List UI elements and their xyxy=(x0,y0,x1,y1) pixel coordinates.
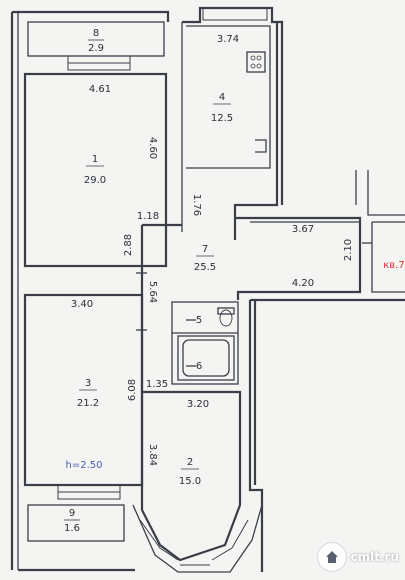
bathtub-inner xyxy=(182,339,230,377)
outer-wall-top xyxy=(12,10,170,22)
room-4-inner xyxy=(181,22,271,226)
dimension-label: 3.40 xyxy=(71,299,93,310)
balcony-9 xyxy=(27,504,125,542)
sink-symbol xyxy=(255,139,267,153)
room-4-id: 4 xyxy=(219,92,225,103)
room-7-area: 25.5 xyxy=(194,262,216,273)
room-1-outline xyxy=(23,72,168,268)
room-8-id: 8 xyxy=(93,28,99,39)
dimension-label: 5.64 xyxy=(147,281,158,303)
dimension-label: 3.74 xyxy=(217,34,239,45)
dimension-label: 2.10 xyxy=(343,239,354,261)
stove-burner-4 xyxy=(256,63,262,69)
dimension-label: 4.61 xyxy=(89,84,111,95)
dimension-label: 2.88 xyxy=(123,234,134,256)
bay-window-left xyxy=(139,519,179,561)
bay-window-right xyxy=(211,519,249,561)
house-icon xyxy=(316,542,347,572)
room-1-area: 29.0 xyxy=(84,175,106,186)
neighbor-outline xyxy=(355,170,405,293)
dimension-label: 3.20 xyxy=(187,399,209,410)
bathroom-block xyxy=(171,301,239,385)
ceiling-height-note: h=2.50 xyxy=(66,460,103,471)
room-1-id: 1 xyxy=(92,154,98,165)
room-2-outline xyxy=(140,390,242,562)
dimension-label: 1.76 xyxy=(191,194,202,216)
dimension-label: 4.60 xyxy=(147,137,158,159)
room-3-area: 21.2 xyxy=(77,398,99,409)
stove-burner-3 xyxy=(250,63,256,69)
toilet-tank xyxy=(217,307,235,315)
room-4-outline xyxy=(182,6,279,240)
room-9-area: 1.6 xyxy=(64,523,80,534)
room-6-id: 6 xyxy=(196,361,202,372)
dimension-label: 6.08 xyxy=(127,379,138,401)
stove-symbol xyxy=(246,51,266,73)
watermark: cmlt.ru xyxy=(316,542,400,572)
outer-wall-right xyxy=(248,20,405,572)
dimension-label: 3.67 xyxy=(292,224,314,235)
room-2-area: 15.0 xyxy=(179,476,201,487)
room-3-id: 3 xyxy=(85,378,91,389)
room-9-id: 9 xyxy=(69,508,75,519)
room-5-id: 5 xyxy=(196,315,202,326)
stove-burner-1 xyxy=(250,55,256,61)
room-4-area: 12.5 xyxy=(211,113,233,124)
room-7-id: 7 xyxy=(202,244,208,255)
dimension-label: 1.18 xyxy=(137,211,159,222)
watermark-text: cmlt.ru xyxy=(350,550,400,564)
stove-burner-2 xyxy=(256,55,262,61)
toilet-symbol xyxy=(219,309,233,327)
window-room-4 xyxy=(202,7,268,21)
room-2-bay-outer xyxy=(132,504,263,573)
room-2-id: 2 xyxy=(187,457,193,468)
dimension-label: 1.35 xyxy=(146,379,168,390)
dimension-label: 4.20 xyxy=(292,278,314,289)
bathtub xyxy=(177,335,235,381)
dimension-label: 3.84 xyxy=(147,444,158,466)
neighbor-apartment-label: кв.7 xyxy=(383,260,404,271)
room-8-area: 2.9 xyxy=(88,43,104,54)
